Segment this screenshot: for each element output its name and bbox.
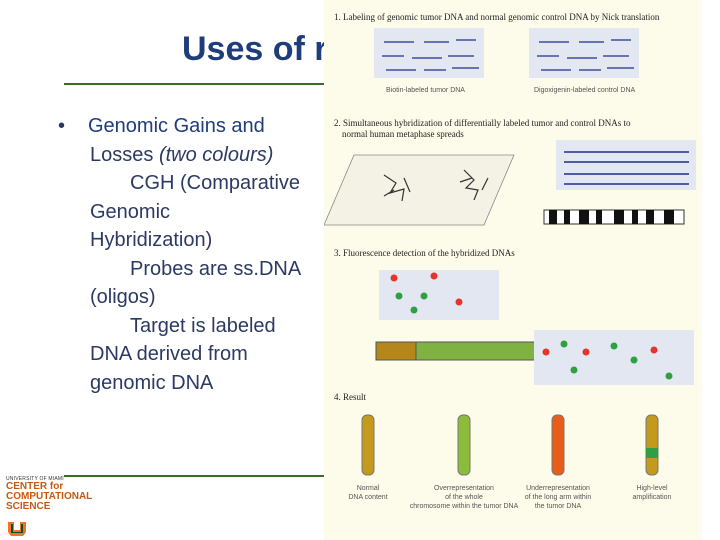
hybridized-probes: [564, 151, 689, 185]
step3-label: 3. Fluorescence detection of the hybridi…: [334, 248, 515, 258]
control-dna-caption: Digoxigenin-labeled control DNA: [534, 87, 635, 94]
sub-line: CGH (Comparative: [130, 172, 301, 194]
bullet-marker: •: [58, 115, 66, 137]
footer-divider: [64, 475, 329, 477]
amplification-band: [646, 448, 658, 458]
control-dna-fragments: [537, 39, 634, 71]
fluorescence-signals: [390, 272, 463, 314]
sub-line: Target is labeled: [130, 314, 276, 337]
result-caption: the tumor DNA: [535, 503, 582, 510]
hybridization-panel: [556, 140, 696, 190]
university-logo: UNIVERSITY OF MIAMI CENTER for COMPUTATI…: [6, 476, 106, 538]
slide-title: Uses of r: [182, 30, 328, 68]
step1-label: 1. Labeling of genomic tumor DNA and nor…: [334, 12, 660, 22]
sub-line: genomic DNA: [90, 371, 214, 394]
result-amplification-chromosome: [645, 414, 659, 476]
sub-line: Probes are ss.DNA: [130, 257, 302, 280]
result-chromosomes: [361, 414, 659, 476]
cgh-figure: 1. Labeling of genomic tumor DNA and nor…: [324, 0, 702, 540]
bullet-item: • Genomic Gains and: [58, 112, 326, 141]
result-caption: of the long arm within: [525, 494, 592, 501]
cgh-diagram: 1. Labeling of genomic tumor DNA and nor…: [324, 12, 696, 510]
result-gain-chromosome: [457, 414, 471, 476]
sub-line: Genomic: [90, 200, 171, 223]
chromosome-bands: [543, 209, 685, 225]
logo-center: CENTER for: [6, 481, 64, 492]
bullet-lead-2: Losses: [90, 143, 154, 166]
metaphase-spreads: [383, 169, 489, 202]
logo-computational: COMPUTATIONAL: [6, 491, 93, 502]
metaphase-slide: [324, 154, 515, 226]
result-caption: amplification: [633, 494, 672, 501]
result-loss-chromosome: [551, 414, 565, 476]
result-caption: High-level: [636, 485, 668, 492]
tumor-dna-fragments: [382, 39, 479, 71]
step2-label: 2. Simultaneous hybridization of differe…: [334, 118, 631, 128]
tumor-dna-caption: Biotin-labeled tumor DNA: [386, 87, 465, 94]
logo-u-icon: [6, 520, 28, 538]
result-caption: of the whole: [445, 494, 483, 501]
result-caption: chromosome within the tumor DNA: [410, 503, 519, 510]
title-divider: [64, 83, 329, 85]
sub-line: DNA derived from: [90, 343, 248, 365]
result-caption: Normal: [357, 485, 380, 492]
logo-science: SCIENCE: [6, 501, 51, 512]
result-caption: Overrepresentation: [434, 485, 494, 492]
logo-university: UNIVERSITY OF MIAMI: [6, 476, 64, 482]
bullet-lead-line2: Losses (two colours): [58, 141, 326, 170]
fluorescence-signals-2: [542, 340, 673, 380]
result-caption: DNA content: [348, 494, 387, 501]
result-normal-chromosome: [361, 414, 375, 476]
result-captions: Normal DNA content Overrepresentation of…: [348, 485, 671, 510]
bullet-paren: (two colours): [158, 143, 274, 166]
result-caption: Underrepresentation: [526, 485, 590, 492]
sub-line: Hybridization): [90, 229, 213, 251]
step4-label: 4. Result: [334, 392, 367, 402]
sub-line: (oligos): [90, 286, 156, 308]
chromosome-normal-segment: [375, 341, 417, 361]
step2-label-cont: normal human metaphase spreads: [342, 129, 464, 139]
bullet-list: • Genomic Gains and Losses (two colours)…: [58, 112, 326, 397]
bullet-lead: Genomic Gains and: [88, 115, 265, 137]
